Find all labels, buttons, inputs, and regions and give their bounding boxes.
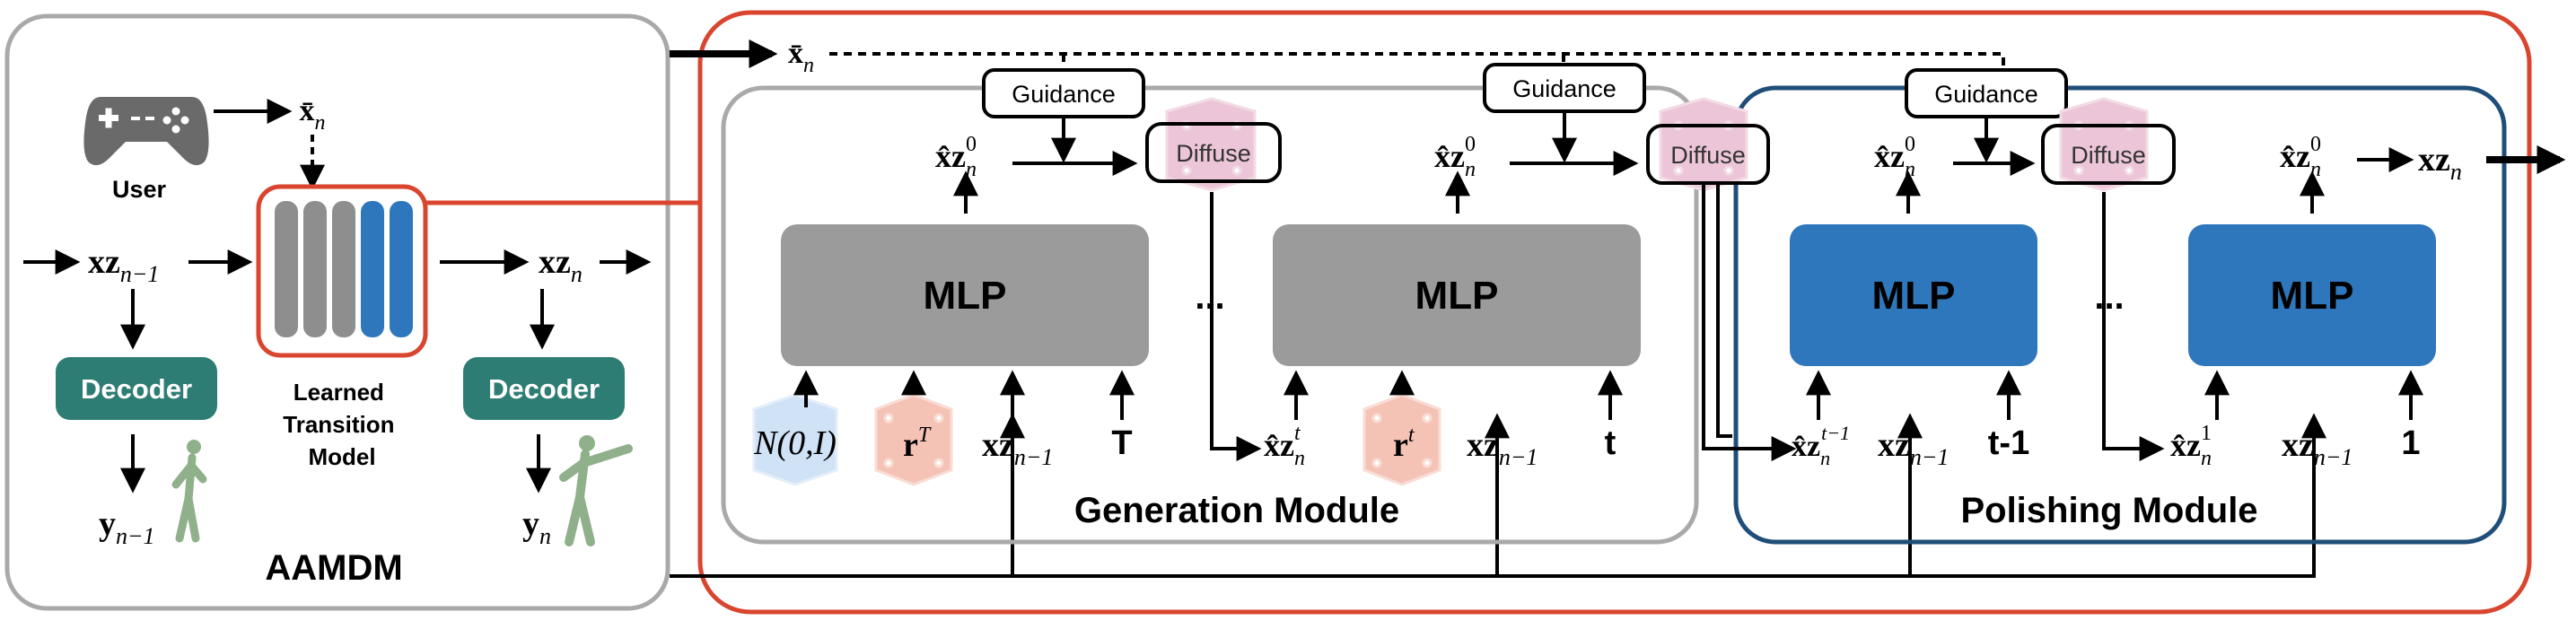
polish-ellipsis: ...: [2094, 277, 2124, 317]
gen-xz0-2-label: x̂zn0: [1434, 133, 1476, 181]
gen-mlp-1-label: MLP: [924, 274, 1007, 318]
pipeline-frame: [697, 10, 2532, 615]
xzt-label: x̂znt: [1264, 422, 1305, 470]
polish-diffuse-dice-icon: [2059, 97, 2149, 192]
guidance-1-button[interactable]: [982, 68, 1145, 118]
output-xz-label: xzn: [2418, 141, 2462, 185]
gen-mlp-2-label: MLP: [1415, 274, 1499, 318]
t-minus-1-label: t-1: [1988, 424, 2029, 462]
diffuse-1-to-xzt-arrow: [1210, 192, 1262, 461]
pipeline-xbar-label: x̄n: [788, 37, 814, 77]
one-label: 1: [2401, 424, 2420, 462]
xz1-label: x̂zn1: [2170, 422, 2212, 470]
decoder-left-button[interactable]: [56, 357, 217, 420]
polish-xz0-2-label: x̂zn0: [2280, 133, 2321, 181]
gen-xz-prev-1-label: xzn−1: [982, 426, 1053, 470]
diffuse-1-button[interactable]: [1145, 122, 1282, 183]
t-label: t: [1605, 424, 1617, 462]
guidance-dashed-bus: [829, 52, 2005, 72]
polish-diffuse-label: Diffuse: [2071, 142, 2146, 169]
rt-dice-icon: [1362, 393, 1441, 486]
polish-xz-prev-2-label: xzn−1: [2282, 426, 2353, 470]
polish-guidance-button[interactable]: [1905, 68, 2068, 118]
polish-xz0-1-label: x̂zn0: [1874, 133, 1915, 181]
y-n-label: yn: [522, 505, 551, 549]
guidance-2-button[interactable]: [1483, 63, 1646, 113]
rT-dice-icon: [874, 393, 953, 486]
gen-mlp-2[interactable]: [1273, 224, 1641, 366]
polishing-module-title: Polishing Module: [1960, 491, 2257, 530]
polish-diffuse-to-xz1-arrow: [2102, 192, 2165, 461]
left-xbar-label: x̄n: [300, 94, 326, 135]
left-xz-prev-label: xzn−1: [88, 243, 159, 287]
gen-ellipsis: ...: [1195, 277, 1224, 317]
guidance-2-label: Guidance: [1512, 75, 1617, 102]
polishing-module-frame: [1733, 85, 2507, 545]
gen-xz-prev-2-label: xzn−1: [1467, 426, 1538, 470]
T-label: T: [1111, 424, 1132, 462]
diffuse-2-label: Diffuse: [1670, 142, 1746, 169]
diffuse-1-label: Diffuse: [1176, 140, 1251, 167]
character-pose-icon-right: [559, 435, 633, 546]
gamepad-icon: [83, 97, 209, 166]
transition-model-bars: [275, 201, 413, 337]
diffuse-2-to-polish-arrow-b: [1716, 183, 1732, 438]
polish-mlp-1[interactable]: [1790, 224, 2037, 366]
gen-xz0-1-label: x̂zn0: [935, 133, 977, 181]
left-xz-n-label: xzn: [539, 243, 583, 287]
rt-label: rt: [1393, 424, 1415, 464]
guidance-1-label: Guidance: [1012, 81, 1116, 108]
learned-transition-model-label: Learned Transition Model: [283, 379, 400, 470]
generation-module-title: Generation Module: [1074, 491, 1399, 530]
diffuse-2-button[interactable]: [1646, 124, 1770, 185]
decoder-right-button[interactable]: [463, 357, 625, 420]
diffuse-2-to-polish-arrow-a: [1702, 183, 1797, 461]
character-pose-icon-left: [171, 440, 207, 543]
decoder-right-label: Decoder: [488, 373, 600, 405]
generation-module-frame: [721, 85, 1699, 545]
polish-guidance-label: Guidance: [1934, 81, 2038, 108]
rT-label: rT: [903, 424, 932, 464]
polish-mlp-2[interactable]: [2188, 224, 2436, 366]
decoder-left-label: Decoder: [81, 373, 192, 405]
aamdm-title: AAMDM: [265, 548, 402, 588]
user-label: User: [112, 176, 167, 203]
polish-xz-prev-1-label: xzn−1: [1878, 426, 1949, 470]
noise-label: N(0,I): [753, 424, 837, 462]
polish-mlp-2-label: MLP: [2271, 274, 2354, 318]
gen-mlp-1[interactable]: [781, 224, 1149, 366]
polish-mlp-1-label: MLP: [1872, 274, 1956, 318]
diffuse-1-dice-icon: [1165, 97, 1257, 192]
xzt1-label: x̂znt−1: [1792, 422, 1850, 469]
y-prev-label: yn−1: [99, 505, 155, 549]
polish-diffuse-button[interactable]: [2041, 124, 2176, 185]
